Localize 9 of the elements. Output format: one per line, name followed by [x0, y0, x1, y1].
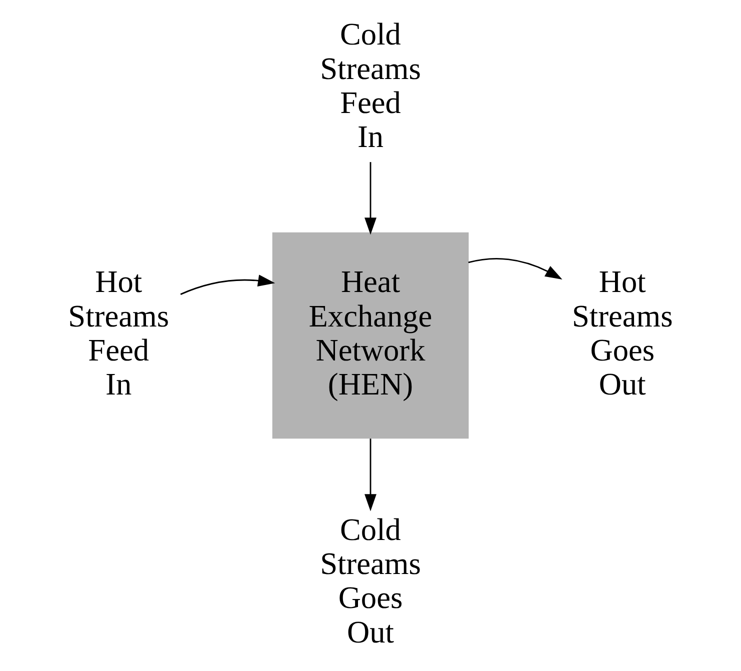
arrow — [364, 162, 376, 235]
arrow — [180, 274, 276, 295]
node-box: Heat Exchange Network (HEN) — [272, 232, 469, 439]
node-text: Hot Streams Goes Out — [572, 264, 673, 402]
node-text: Cold Streams Feed In — [320, 16, 421, 154]
arrow — [468, 258, 562, 280]
node-text: Cold Streams Goes Out — [320, 512, 421, 650]
arrow — [364, 438, 376, 512]
node-text: Hot Streams Feed In — [68, 264, 170, 402]
